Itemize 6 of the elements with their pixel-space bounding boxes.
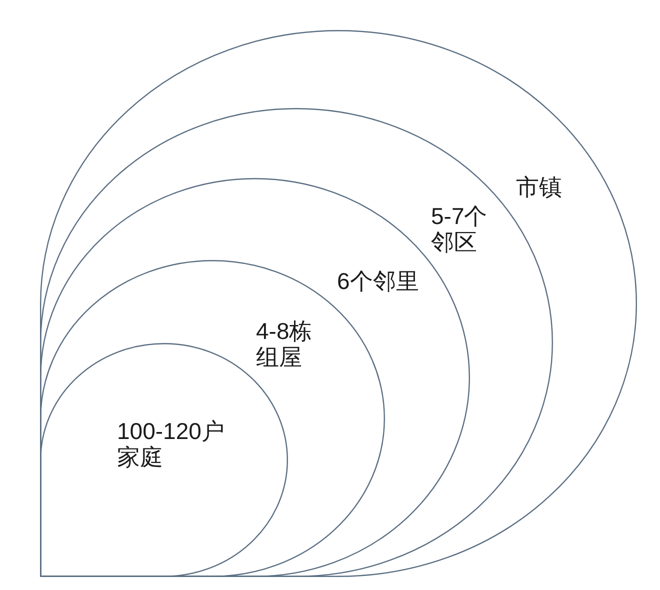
region-outline [40, 30, 637, 577]
region-label: 6个邻里 [337, 268, 419, 294]
region-label: 5-7个邻区 [431, 203, 488, 255]
region-label: 100-120户家庭 [117, 418, 226, 470]
region-label: 4-8栋组屋 [256, 318, 314, 370]
region-label: 市镇 [516, 174, 562, 200]
